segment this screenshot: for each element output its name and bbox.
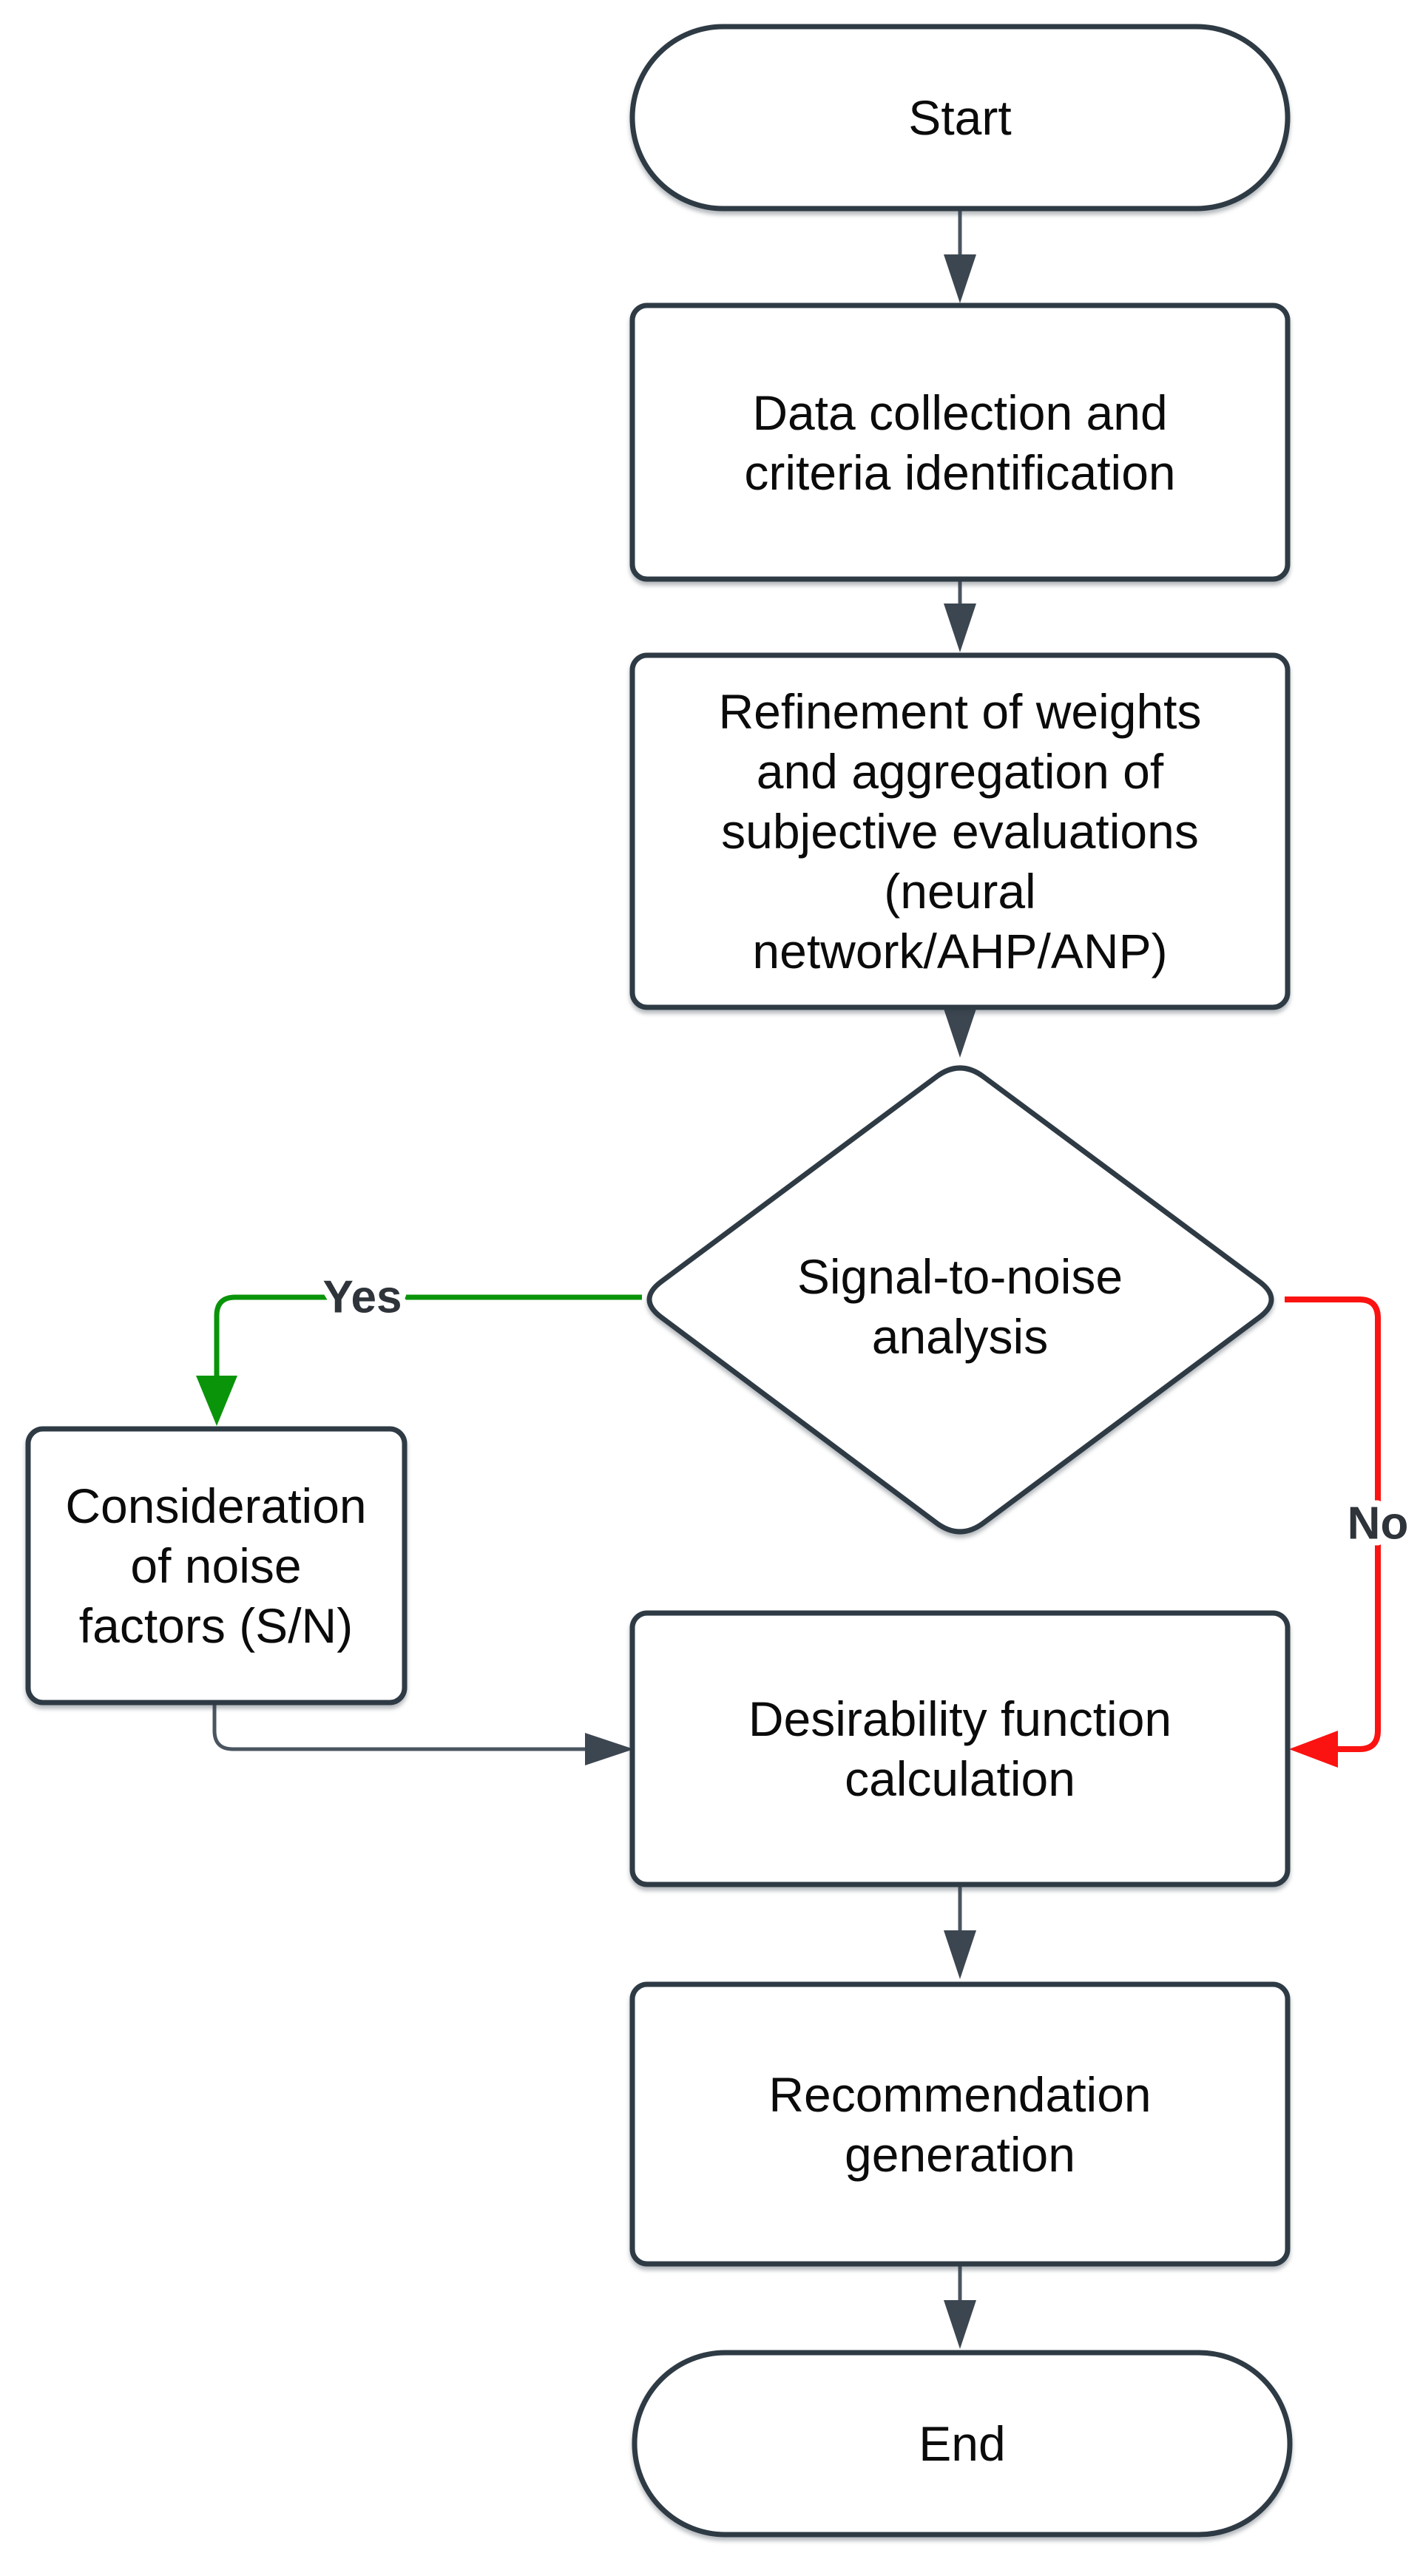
node-noise-factors-shape [25,1426,408,1705]
node-refinement-label: Refinement of weights [718,684,1201,739]
node-data-collection: Data collection and criteria identificat… [629,302,1291,582]
node-end-label: End [919,2416,1005,2471]
node-recommendation-shape [629,1981,1291,2267]
node-desirability-shape [629,1610,1291,1887]
node-end-shape [632,2350,1293,2538]
edge-decision-yes-to-noise-factors [196,1294,642,1426]
node-refinement-label: and aggregation of [757,744,1164,799]
arrowhead-down-icon [196,1376,237,1426]
edge-data-collection-to-refinement [944,579,976,652]
node-snr-decision-label: analysis [872,1309,1048,1364]
node-data-collection-label: Data collection and [752,385,1167,440]
edge-label-no: No [1348,1498,1409,1549]
node-recommendation-label: Recommendation [768,2067,1151,2122]
edge-noise-factors-to-desirability [212,1705,634,1765]
edge-line [214,1294,642,1380]
node-refinement-label: network/AHP/ANP) [752,924,1167,978]
node-refinement-label: (neural [884,864,1035,919]
node-noise-factors-label: factors (S/N) [79,1598,353,1653]
edge-recommendation-to-end [944,2264,976,2349]
node-snr-decision-shape [646,1065,1274,1535]
edge-label-yes: Yes [323,1272,402,1323]
node-desirability-label: Desirability function [748,1691,1172,1746]
arrowhead-down-icon [944,1009,976,1058]
edge-desirability-to-recommendation [944,1884,976,1979]
node-start-shape [629,24,1291,212]
node-data-collection-label: criteria identification [744,445,1175,500]
node-refinement: Refinement of weights and aggregation of… [629,652,1291,1010]
arrowhead-down-icon [944,1930,976,1979]
node-end: End [632,2350,1293,2538]
node-recommendation-label: generation [845,2127,1075,2182]
edge-refinement-to-decision [944,1007,976,1058]
edge-start-to-data-collection [944,209,976,303]
node-noise-factors-label: of noise [130,1538,301,1593]
node-start-label: Start [908,90,1011,145]
node-start: Start [629,24,1291,212]
node-refinement-label: subjective evaluations [721,804,1199,859]
node-data-collection-shape [629,302,1291,582]
arrowhead-down-icon [944,604,976,652]
edge-line [1285,1297,1381,1752]
node-refinement-shape [629,652,1291,1010]
node-desirability-label: calculation [845,1751,1075,1806]
arrowhead-right-icon [585,1733,634,1765]
node-noise-factors: Consideration of noise factors (S/N) [25,1426,408,1705]
arrowhead-left-icon [1289,1731,1338,1768]
node-snr-decision-label: Signal-to-noise [797,1249,1123,1304]
node-desirability: Desirability function calculation [629,1610,1291,1887]
node-noise-factors-label: Consideration [65,1478,366,1533]
edge-line [212,1705,588,1751]
arrowhead-down-icon [944,2300,976,2349]
node-snr-decision: Signal-to-noise analysis [646,1065,1274,1535]
arrowhead-down-icon [944,254,976,303]
edge-decision-no-to-desirability [1285,1297,1381,1768]
node-recommendation: Recommendation generation [629,1981,1291,2267]
